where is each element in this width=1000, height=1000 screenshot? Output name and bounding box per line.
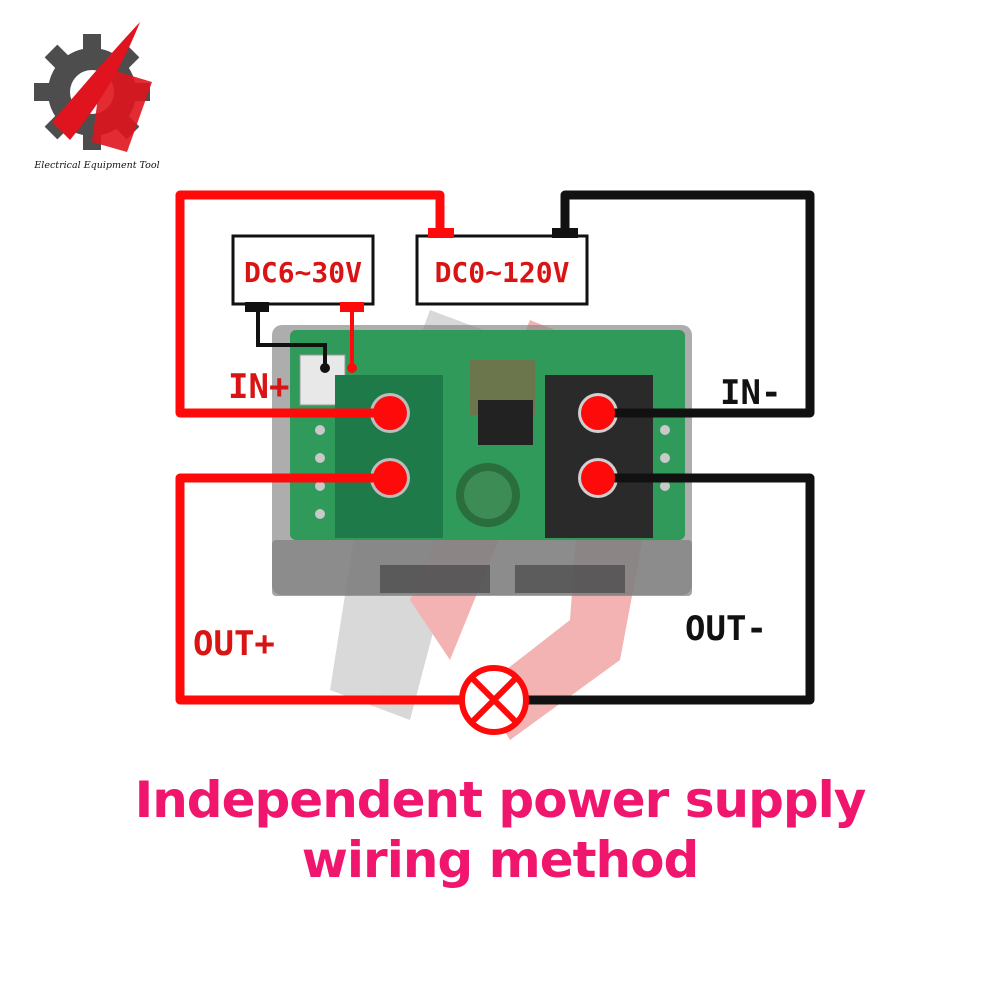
- capacitor-icon: [456, 463, 520, 527]
- marker-in-minus: [581, 396, 615, 430]
- wire-out-plus: [175, 473, 465, 705]
- dc-meter-module: [272, 325, 692, 596]
- caption-line-2: wiring method: [301, 831, 700, 889]
- wire-out-minus: [523, 473, 815, 705]
- marker-out-minus: [581, 461, 615, 495]
- marker-in-plus: [373, 396, 407, 430]
- in-minus-label: IN-: [720, 373, 781, 413]
- marker-out-plus: [373, 461, 407, 495]
- wire-in-minus: [560, 190, 815, 418]
- brand-name: Electrical Equipment Tool: [34, 160, 160, 171]
- supply-low-label: DC6~30V: [244, 256, 362, 289]
- out-minus-label: OUT-: [685, 609, 767, 649]
- out-plus-label: OUT+: [193, 624, 275, 664]
- wire-supply-negative: [256, 306, 327, 368]
- gear-logo-icon: [34, 22, 152, 152]
- caption-line-1: Independent power supply: [134, 771, 867, 829]
- supply-box-high: [415, 228, 589, 306]
- lamp-load-icon: [459, 665, 529, 735]
- supply-high-label: DC0~120V: [435, 256, 570, 289]
- supply-box-low: [231, 234, 375, 312]
- in-plus-label: IN+: [228, 367, 289, 407]
- wire-in-plus: [175, 190, 445, 418]
